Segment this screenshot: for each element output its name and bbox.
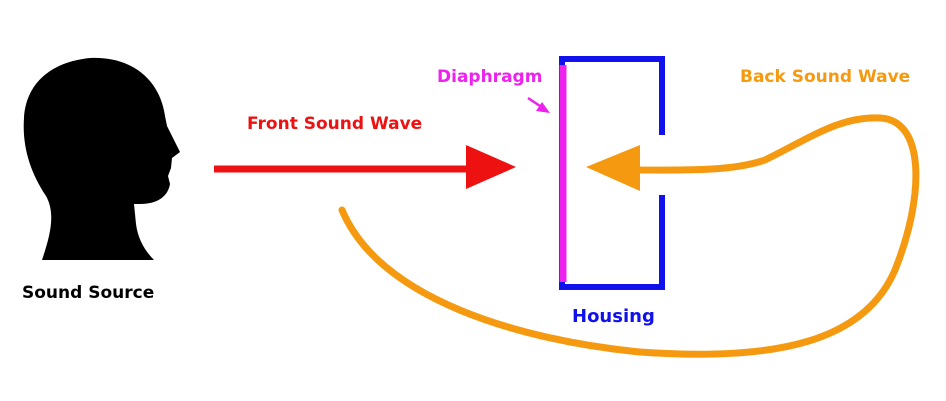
back-wave-curve [338, 114, 920, 358]
sound-source-label: Sound Source [22, 283, 155, 303]
diaphragm-pointer-arrowhead [536, 102, 550, 113]
housing-label: Housing [572, 306, 655, 327]
diaphragm-label: Diaphragm [437, 67, 543, 87]
diaphragm-pointer-shaft [527, 96, 541, 108]
head-silhouette-icon [23, 57, 181, 260]
front-wave-label: Front Sound Wave [247, 114, 423, 134]
front-wave-arrowhead [466, 145, 516, 189]
back-wave-label: Back Sound Wave [740, 67, 911, 87]
back-wave-arrowhead [586, 145, 640, 191]
